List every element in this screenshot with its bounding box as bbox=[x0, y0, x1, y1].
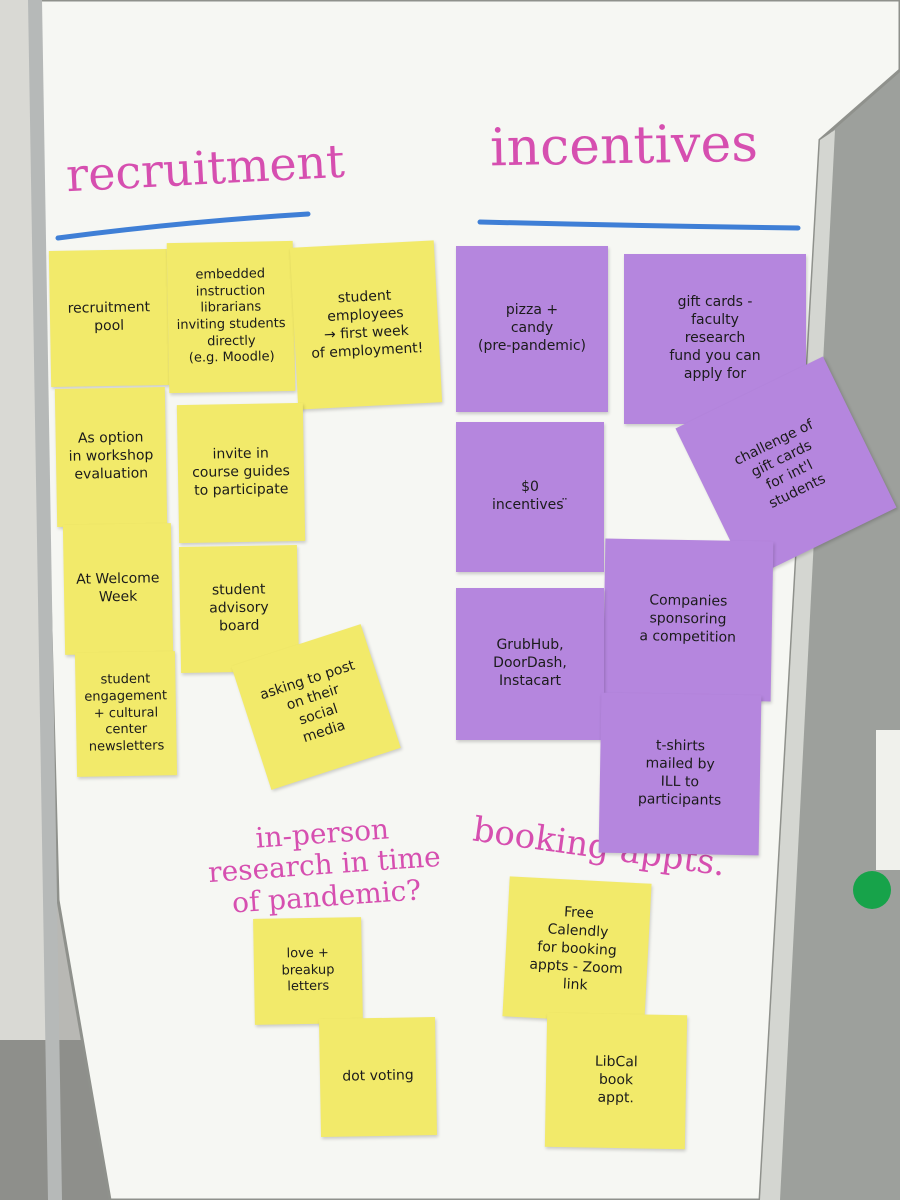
note-text: As option in workshop evaluation bbox=[68, 429, 154, 483]
note-text: challenge of gift cards for int'l studen… bbox=[731, 416, 829, 512]
note-text: student advisory board bbox=[209, 581, 269, 635]
sticky-note-zero-incentives: $0 incentives ̈ bbox=[456, 422, 604, 572]
note-text: student engagement + cultural center new… bbox=[84, 672, 168, 755]
sticky-note-recruitment-pool: recruitment pool bbox=[48, 248, 170, 388]
recruitment-heading: recruitment bbox=[64, 133, 346, 203]
sticky-note-t-shirts: t-shirts mailed by ILL to participants bbox=[598, 692, 762, 856]
sticky-note-welcome-week: At Welcome Week bbox=[62, 523, 174, 655]
easel-frame bbox=[770, 60, 900, 1200]
sticky-note-love-breakup-letters: love + breakup letters bbox=[253, 917, 363, 1025]
note-text: dot voting bbox=[342, 1067, 414, 1085]
sticky-note-student-employees: student employees → first week of employ… bbox=[289, 240, 443, 410]
in-person-heading: in-person research in time of pandemic? bbox=[207, 812, 442, 920]
note-text: t-shirts mailed by ILL to participants bbox=[637, 737, 722, 809]
note-text: invite in course guides to participate bbox=[191, 445, 290, 499]
sticky-note-libcal: LibCal book appt. bbox=[544, 1012, 688, 1150]
side-paper bbox=[876, 730, 900, 870]
recruitment-underline bbox=[55, 211, 311, 241]
sticky-note-pizza-candy: pizza + candy (pre-pandemic) bbox=[456, 246, 608, 412]
note-text: love + breakup letters bbox=[281, 945, 335, 995]
incentives-underline bbox=[477, 219, 801, 231]
note-text: asking to post on their social media bbox=[257, 657, 357, 746]
note-text: recruitment pool bbox=[67, 299, 151, 335]
sticky-note-embedded-instruction: embedded instruction librarians inviting… bbox=[166, 240, 296, 394]
sticky-note-course-guides: invite in course guides to participate bbox=[176, 402, 306, 544]
note-text: pizza + candy (pre-pandemic) bbox=[478, 302, 586, 354]
note-text: GrubHub, DoorDash, Instacart bbox=[493, 637, 567, 689]
sticky-note-delivery-apps: GrubHub, DoorDash, Instacart bbox=[456, 588, 604, 740]
note-text: LibCal book appt. bbox=[594, 1053, 638, 1107]
whiteboard-rail bbox=[28, 0, 62, 1200]
note-text: student employees → first week of employ… bbox=[310, 287, 424, 362]
sticky-note-dot-voting: dot voting bbox=[318, 1016, 438, 1138]
note-text: Companies sponsoring a competition bbox=[639, 592, 737, 646]
note-text: At Welcome Week bbox=[76, 570, 160, 606]
note-text: embedded instruction librarians inviting… bbox=[176, 266, 286, 366]
sticky-note-newsletters: student engagement + cultural center new… bbox=[74, 651, 178, 777]
sticky-note-calendly: Free Calendly for booking appts - Zoom l… bbox=[502, 876, 652, 1024]
sticky-note-workshop-evaluation: As option in workshop evaluation bbox=[54, 387, 168, 527]
sticky-note-companies: Companies sponsoring a competition bbox=[602, 538, 774, 702]
green-magnet bbox=[853, 871, 891, 909]
incentives-heading: incentives bbox=[489, 113, 759, 179]
note-text: gift cards - faculty research fund you c… bbox=[669, 294, 761, 382]
note-text: $0 incentives ̈ bbox=[492, 479, 568, 513]
note-text: Free Calendly for booking appts - Zoom l… bbox=[529, 904, 624, 994]
